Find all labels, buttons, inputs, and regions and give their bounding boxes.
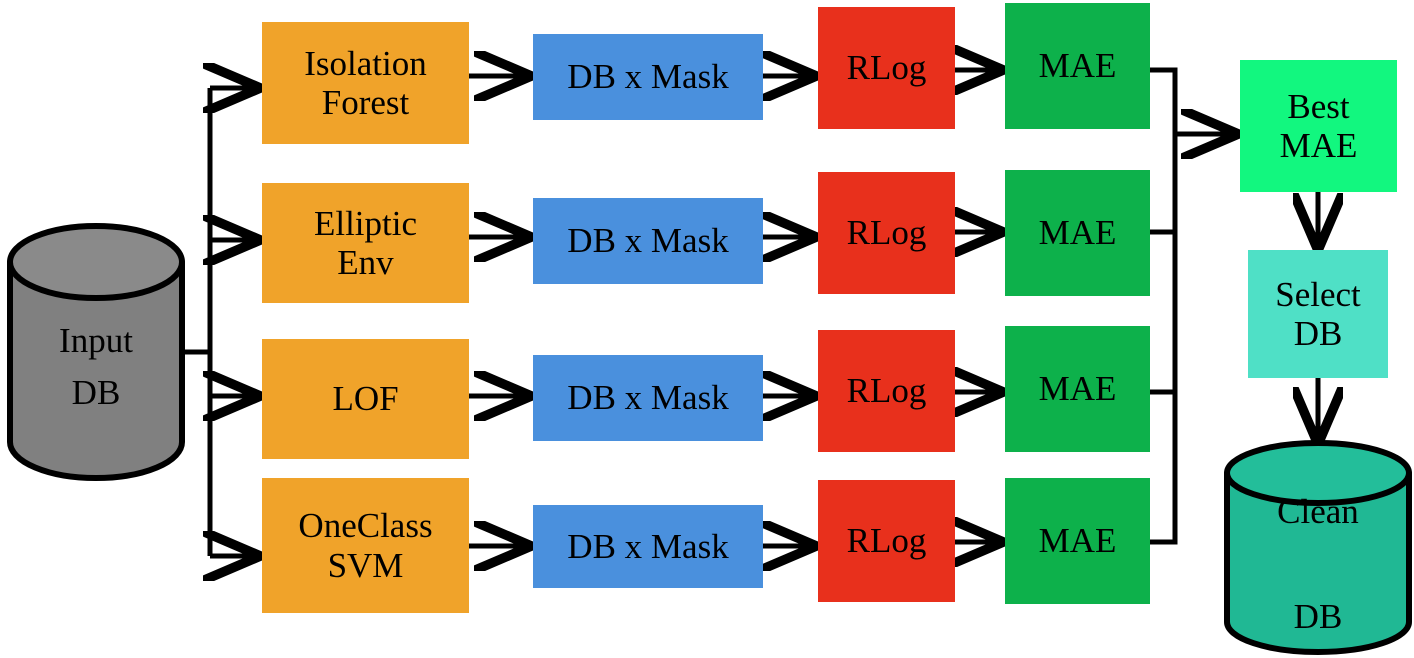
model-box-rlog-2[interactable]: RLog (818, 172, 955, 294)
model-box-rlog-4[interactable]: RLog (818, 480, 955, 602)
metric-box-mae-1[interactable]: MAE (1005, 3, 1150, 129)
model-box-rlog-3[interactable]: RLog (818, 330, 955, 452)
best-mae-box[interactable]: Best MAE (1240, 60, 1397, 192)
input-db-cylinder: Input DB (6, 222, 186, 482)
mask-box-3[interactable]: DB x Mask (533, 355, 763, 441)
detector-box-isolation-forest[interactable]: Isolation Forest (262, 22, 469, 144)
clean-db-label: Clean DB (1277, 492, 1359, 637)
clean-db-cylinder: Clean DB (1222, 440, 1414, 658)
detector-box-oneclass-svm[interactable]: OneClass SVM (262, 478, 469, 613)
metric-box-mae-3[interactable]: MAE (1005, 326, 1150, 452)
detector-box-elliptic-env[interactable]: Elliptic Env (262, 183, 469, 303)
metric-box-mae-2[interactable]: MAE (1005, 170, 1150, 296)
model-box-rlog-1[interactable]: RLog (818, 7, 955, 129)
wire-metric-collector-bus (1150, 67, 1178, 545)
mask-box-2[interactable]: DB x Mask (533, 198, 763, 284)
mask-box-4[interactable]: DB x Mask (533, 505, 763, 588)
detector-box-lof[interactable]: LOF (262, 339, 469, 459)
mask-box-1[interactable]: DB x Mask (533, 34, 763, 120)
metric-box-mae-4[interactable]: MAE (1005, 478, 1150, 604)
select-db-box[interactable]: Select DB (1248, 250, 1388, 378)
input-db-label: Input DB (59, 320, 133, 413)
